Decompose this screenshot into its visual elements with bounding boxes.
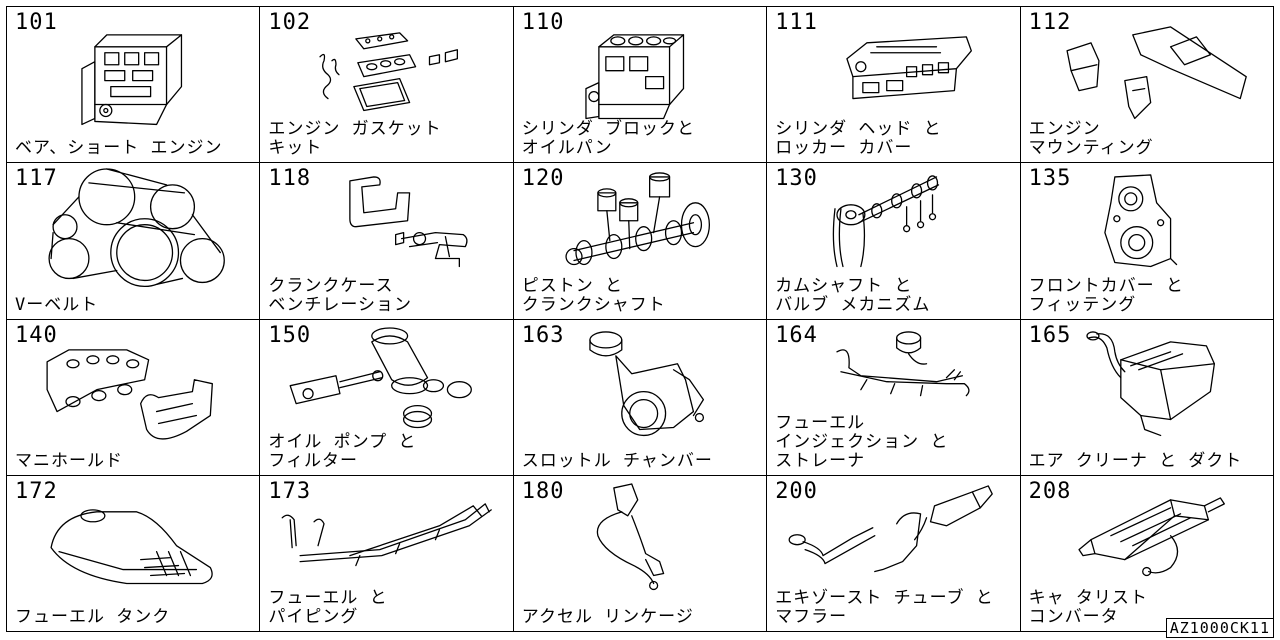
gasket-kit-icon xyxy=(319,32,459,112)
cell-130[interactable]: 130 カムシャフト とバルブ メカニズム xyxy=(767,163,1021,320)
part-label: フューエル タンク xyxy=(15,607,171,627)
part-label: アクセル リンケージ xyxy=(521,607,694,627)
engine-mount-icon xyxy=(1066,26,1247,120)
cell-110[interactable]: 110 シリンダ ブロックとオイルパン xyxy=(513,7,768,164)
front-cover-icon xyxy=(1103,174,1177,268)
cell-150[interactable]: 150 オイル ポンプ とフィルター xyxy=(260,319,514,476)
part-code: 208 xyxy=(1028,478,1072,504)
part-label: キャ タリストコンバータ xyxy=(1028,588,1148,627)
cell-164[interactable]: 164 フューエルインジェクション とストレーナ xyxy=(767,319,1021,476)
oil-pump-filter-icon xyxy=(289,326,473,428)
engine-block-icon xyxy=(81,34,183,126)
cylinder-head-icon xyxy=(846,36,973,100)
catalytic-converter-icon xyxy=(1077,496,1225,576)
air-cleaner-icon xyxy=(1085,330,1215,436)
part-label: シリンダ ブロックとオイルパン xyxy=(521,119,696,159)
cell-208[interactable]: 208 キャ タリストコンバータ xyxy=(1020,475,1274,632)
part-label: オイル ポンプ とフィルター xyxy=(268,431,417,471)
cell-165[interactable]: 165 エア クリーナ と ダクト xyxy=(1020,319,1274,476)
part-code: 140 xyxy=(15,322,58,348)
part-code: 172 xyxy=(15,478,58,504)
part-code: 180 xyxy=(521,478,565,504)
part-label: ベア、ショート エンジン xyxy=(15,138,223,159)
throttle-chamber-icon xyxy=(589,330,704,436)
cell-117[interactable]: 117 Vーベルト xyxy=(7,163,261,320)
cell-112[interactable]: 112 エンジンマウンティング xyxy=(1020,7,1274,164)
part-code: 120 xyxy=(521,166,565,192)
part-code: 101 xyxy=(15,10,58,35)
part-code: 164 xyxy=(775,322,818,348)
part-code: 150 xyxy=(268,322,312,348)
part-label: フロントカバー とフィッテング xyxy=(1028,275,1184,315)
part-code: 118 xyxy=(268,166,312,192)
part-label: スロットル チャンバー xyxy=(521,450,713,471)
cylinder-block-icon xyxy=(585,34,684,120)
piston-crankshaft-icon xyxy=(565,172,710,266)
part-label: エキゾースト チューブ とマフラー xyxy=(775,588,994,627)
part-label: エンジン ガスケットキット xyxy=(268,119,442,159)
part-code: 163 xyxy=(521,322,565,348)
fuel-piping-icon xyxy=(281,502,493,566)
part-label: マニホールド xyxy=(15,450,123,471)
accelerator-linkage-icon xyxy=(596,483,665,590)
cell-102[interactable]: 102 エンジン ガスケットキット xyxy=(260,7,514,164)
fuel-tank-icon xyxy=(50,508,213,584)
cell-140[interactable]: 140 マニホールド xyxy=(7,319,261,476)
part-label: クランクケースベンチレーション xyxy=(268,275,413,315)
cell-118[interactable]: 118 クランクケースベンチレーション xyxy=(260,163,514,320)
part-label: フューエルインジェクション とストレーナ xyxy=(775,412,949,471)
cell-120[interactable]: 120 ピストン とクランクシャフト xyxy=(513,163,768,320)
cell-200[interactable]: 200 エキゾースト チューブ とマフラー xyxy=(767,475,1021,632)
part-code: 200 xyxy=(775,478,818,504)
part-label: エンジンマウンティング xyxy=(1028,119,1154,159)
v-belt-icon xyxy=(48,168,225,288)
part-code: 111 xyxy=(775,10,818,35)
part-code: 173 xyxy=(268,478,312,504)
cell-180[interactable]: 180 アクセル リンケージ xyxy=(513,475,768,632)
part-label: カムシャフト とバルブ メカニズム xyxy=(775,275,931,315)
ventilation-hose-icon xyxy=(349,176,468,268)
diagram-code-label: AZ1000CK11 xyxy=(1165,618,1274,638)
part-code: 112 xyxy=(1028,10,1072,35)
exhaust-muffler-icon xyxy=(788,485,994,572)
camshaft-icon xyxy=(832,175,940,268)
part-code: 117 xyxy=(15,166,58,192)
part-code: 102 xyxy=(268,10,312,35)
part-code: 130 xyxy=(775,166,818,192)
fuel-injection-icon xyxy=(836,330,970,396)
part-code: 165 xyxy=(1028,322,1072,348)
part-label: ピストン とクランクシャフト xyxy=(521,275,666,315)
cell-173[interactable]: 173 フューエル とパイピング xyxy=(260,475,514,632)
part-code: 135 xyxy=(1028,166,1072,192)
part-code: 110 xyxy=(521,10,565,35)
cell-163[interactable]: 163 スロットル チャンバー xyxy=(513,319,768,476)
part-label: Vーベルト xyxy=(15,294,99,315)
part-label: フューエル とパイピング xyxy=(268,588,388,627)
part-label: エア クリーナ と ダクト xyxy=(1028,450,1243,471)
cell-135[interactable]: 135 フロントカバー とフィッテング xyxy=(1020,163,1274,320)
cell-172[interactable]: 172 フューエル タンク xyxy=(7,475,261,632)
part-label: シリンダ ヘッド とロッカー カバー xyxy=(775,119,942,159)
manifold-icon xyxy=(46,348,213,440)
cell-111[interactable]: 111 シリンダ ヘッド とロッカー カバー xyxy=(767,7,1021,164)
parts-index-grid: 101 ベア、ショート エンジン 102 エンジン ガスケットキット xyxy=(6,6,1274,632)
cell-101[interactable]: 101 ベア、ショート エンジン xyxy=(7,7,261,164)
